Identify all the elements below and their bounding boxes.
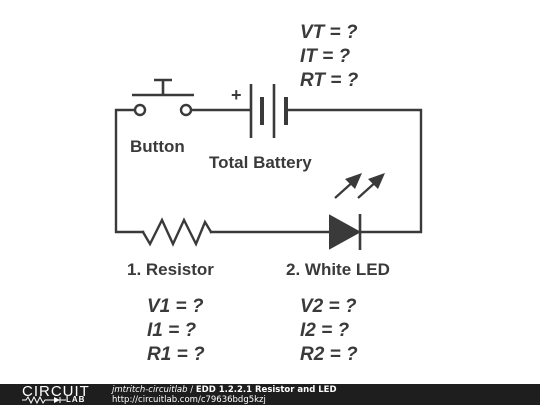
resistor-label: 1. Resistor [127, 260, 214, 279]
total-current-label: IT = ? [300, 46, 351, 67]
push-button-symbol [132, 78, 194, 117]
footer-bar: CIRCUIT LAB jmtritch-circuitlab / EDD 1.… [0, 383, 540, 405]
footer-circuit-title[interactable]: EDD 1.2.2.1 Resistor and LED [195, 385, 337, 395]
footer-title-line: jmtritch-circuitlab / EDD 1.2.2.1 Resist… [112, 385, 337, 395]
footer-username-link[interactable]: jmtritch-circuitlab [112, 385, 188, 395]
resistor-symbol [141, 217, 213, 247]
footer-info: jmtritch-circuitlab / EDD 1.2.2.1 Resist… [112, 385, 337, 405]
footer-separator: / [187, 385, 196, 395]
logo-text-circuit: CIRCUIT [22, 383, 90, 400]
led-voltage-label: V2 = ? [300, 296, 357, 317]
led-label: 2. White LED [286, 260, 390, 279]
total-voltage-label: VT = ? [300, 22, 358, 43]
circuitlab-logo[interactable]: CIRCUIT LAB [22, 383, 102, 405]
led-resistance-label: R2 = ? [300, 344, 358, 365]
button-label: Button [130, 137, 185, 156]
resistor-resistance-label: R1 = ? [147, 344, 205, 365]
total-resistance-label: RT = ? [300, 70, 359, 91]
battery-label: Total Battery [209, 153, 312, 172]
footer-url-link[interactable]: http://circuitlab.com/c79636bdg5kzj [112, 395, 266, 405]
resistor-voltage-label: V1 = ? [147, 296, 204, 317]
led-current-label: I2 = ? [300, 320, 349, 341]
led-symbol [329, 173, 385, 250]
resistor-current-label: I1 = ? [147, 320, 196, 341]
wire-left [114, 108, 145, 234]
logo-wave-icon [22, 396, 66, 404]
footer-url-line: http://circuitlab.com/c79636bdg5kzj [112, 395, 337, 405]
battery-symbol [249, 84, 288, 138]
logo-text-lab: LAB [66, 395, 86, 404]
battery-plus-sign: + [231, 85, 242, 105]
wire-right [285, 108, 423, 234]
